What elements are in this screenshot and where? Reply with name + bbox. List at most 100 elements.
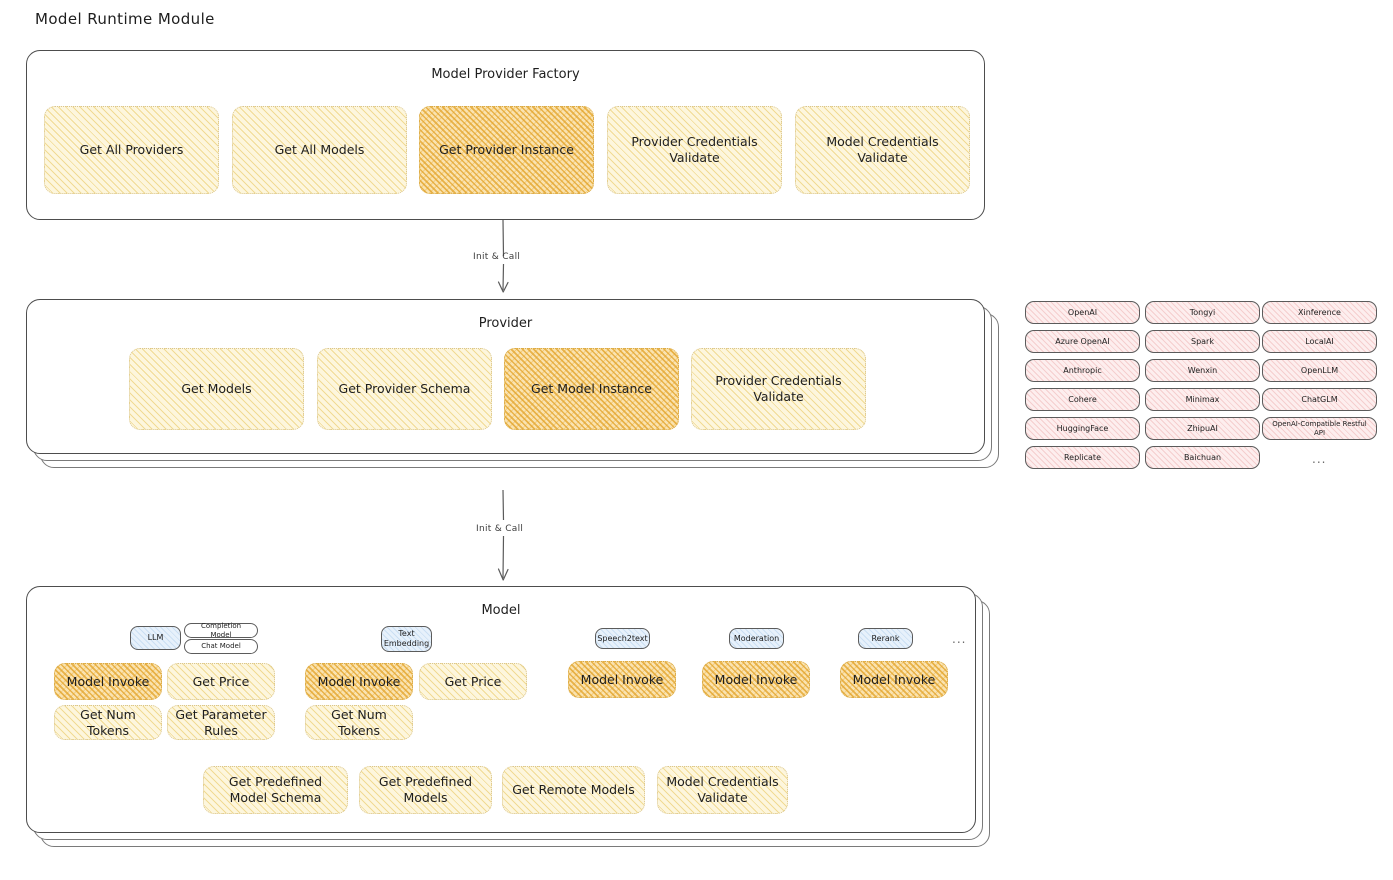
provider-chip-openllm[interactable]: OpenLLM (1262, 359, 1377, 382)
provider-chip-anthropic[interactable]: Anthropic (1025, 359, 1140, 382)
provider-chip-xinference[interactable]: Xinference (1262, 301, 1377, 324)
model-type-badge-speech2text[interactable]: Speech2text (595, 628, 650, 649)
provider-chip-spark[interactable]: Spark (1145, 330, 1260, 353)
badge-label: Completion Model (200, 621, 242, 639)
node-label: Get Models (181, 381, 252, 397)
model-method-llm-get-parameter-rules[interactable]: Get Parameter Rules (167, 705, 275, 740)
node-label: Model Credentials Validate (826, 134, 939, 165)
chip-label: Wenxin (1187, 365, 1218, 375)
arrow-label-init-and-call-2: Init & Call (476, 524, 524, 534)
provider-chip-chatglm[interactable]: ChatGLM (1262, 388, 1377, 411)
provider-node-get-provider-schema[interactable]: Get Provider Schema (317, 348, 492, 430)
badge-label: Text Embedding (383, 629, 430, 648)
model-type-badge-moderation[interactable]: Moderation (729, 628, 784, 649)
badge-label: Speech2text (597, 633, 648, 643)
factory-node-provider-credentials-validate[interactable]: Provider Credentials Validate (607, 106, 782, 194)
provider-node-get-models[interactable]: Get Models (129, 348, 304, 430)
model-method-text-embedding-model-invoke[interactable]: Model Invoke (305, 663, 413, 700)
model-method-llm-get-num-tokens[interactable]: Get Num Tokens (54, 705, 162, 740)
badge-label: Chat Model (201, 642, 241, 651)
model-method-llm-model-invoke[interactable]: Model Invoke (54, 663, 162, 700)
model-method-moderation-model-invoke[interactable]: Model Invoke (702, 661, 810, 698)
provider-chip-tongyi[interactable]: Tongyi (1145, 301, 1260, 324)
model-sub-badge-chat-model[interactable]: Chat Model (184, 639, 258, 654)
factory-node-get-all-models[interactable]: Get All Models (232, 106, 407, 194)
model-common-method-get-remote-models[interactable]: Get Remote Models (502, 766, 645, 814)
provider-node-provider-credentials-validate[interactable]: Provider Credentials Validate (691, 348, 866, 430)
chip-label: Anthropic (1063, 365, 1102, 375)
model-types-more-ellipsis: ... (952, 632, 967, 646)
node-label: Get Remote Models (512, 782, 635, 798)
model-sub-badge-completion-model[interactable]: Completion Model (184, 621, 258, 639)
model-common-method-get-predefined-model-schema[interactable]: Get Predefined Model Schema (203, 766, 348, 814)
node-label: Provider Credentials Validate (715, 373, 842, 404)
node-label: Get Price (192, 673, 250, 689)
node-label: Get Provider Schema (338, 381, 471, 397)
node-label: Get Price (444, 673, 502, 689)
model-title: Model (481, 603, 521, 618)
model-type-badge-text-embedding[interactable]: Text Embedding (381, 626, 432, 652)
provider-chip-openai[interactable]: OpenAI (1025, 301, 1140, 324)
chip-label: Spark (1191, 336, 1214, 346)
arrow-icon (497, 219, 509, 293)
chip-label: ZhipuAI (1187, 423, 1218, 433)
node-label: Get Parameter Rules (175, 706, 267, 738)
node-label: Provider Credentials Validate (631, 134, 758, 165)
badge-label: LLM (147, 633, 164, 642)
model-type-badge-llm[interactable]: LLM (130, 626, 181, 650)
provider-chip-huggingface[interactable]: HuggingFace (1025, 417, 1140, 440)
provider-chip-replicate[interactable]: Replicate (1025, 446, 1140, 469)
model-type-badge-rerank[interactable]: Rerank (858, 628, 913, 649)
factory-node-model-credentials-validate[interactable]: Model Credentials Validate (795, 106, 970, 194)
node-label: Get All Models (274, 142, 365, 158)
node-label: Model Invoke (852, 671, 936, 687)
chip-label: Azure OpenAI (1055, 336, 1110, 346)
node-label: Model Invoke (317, 673, 401, 689)
provider-chip-baichuan[interactable]: Baichuan (1145, 446, 1260, 469)
provider-chip-minimax[interactable]: Minimax (1145, 388, 1260, 411)
arrow-label-init-and-call-1: Init & Call (473, 252, 521, 262)
chip-label: Minimax (1185, 394, 1220, 404)
badge-label: Rerank (871, 633, 900, 643)
factory-title: Model Provider Factory (431, 67, 580, 82)
model-method-rerank-model-invoke[interactable]: Model Invoke (840, 661, 948, 698)
chip-label: LocalAI (1305, 336, 1334, 346)
node-label: Model Invoke (66, 673, 150, 689)
node-label: Get Predefined Model Schema (228, 774, 323, 805)
model-common-method-get-predefined-models[interactable]: Get Predefined Models (359, 766, 492, 814)
node-label: Model Credentials Validate (666, 774, 779, 805)
chip-label: OpenAI-Compatible Restful API (1272, 419, 1367, 437)
page-title: Model Runtime Module (35, 10, 215, 28)
chip-label: OpenAI (1067, 307, 1098, 317)
provider-list-more-ellipsis: ... (1312, 452, 1327, 466)
provider-chip-wenxin[interactable]: Wenxin (1145, 359, 1260, 382)
provider-chip-cohere[interactable]: Cohere (1025, 388, 1140, 411)
arrow-factory-to-provider (480, 219, 526, 298)
provider-node-get-model-instance[interactable]: Get Model Instance (504, 348, 679, 430)
arrow-provider-to-model (480, 489, 526, 586)
provider-chip-zhipuai[interactable]: ZhipuAI (1145, 417, 1260, 440)
provider-chip-openai-compatible-restful-api[interactable]: OpenAI-Compatible Restful API (1262, 417, 1377, 440)
node-label: Get All Providers (79, 142, 184, 158)
arrow-icon (497, 489, 509, 581)
provider-chip-azure-openai[interactable]: Azure OpenAI (1025, 330, 1140, 353)
model-common-method-model-credentials-validate[interactable]: Model Credentials Validate (657, 766, 788, 814)
model-method-speech2text-model-invoke[interactable]: Model Invoke (568, 661, 676, 698)
badge-label: Moderation (733, 633, 780, 643)
chip-label: ChatGLM (1301, 394, 1338, 404)
model-method-llm-get-price[interactable]: Get Price (167, 663, 275, 700)
factory-node-get-all-providers[interactable]: Get All Providers (44, 106, 219, 194)
provider-chip-localai[interactable]: LocalAI (1262, 330, 1377, 353)
chip-label: Xinference (1298, 307, 1341, 317)
model-method-text-embedding-get-price[interactable]: Get Price (419, 663, 527, 700)
chip-label: Tongyi (1189, 307, 1216, 317)
model-method-text-embedding-get-num-tokens[interactable]: Get Num Tokens (305, 705, 413, 740)
factory-node-get-provider-instance[interactable]: Get Provider Instance (419, 106, 594, 194)
node-label: Get Num Tokens (331, 706, 387, 738)
node-label: Model Invoke (714, 671, 798, 687)
chip-label: HuggingFace (1056, 423, 1109, 433)
chip-label: Baichuan (1183, 452, 1222, 462)
chip-label: OpenLLM (1300, 365, 1339, 375)
chip-label: Replicate (1063, 452, 1101, 462)
node-label: Get Model Instance (531, 381, 652, 397)
